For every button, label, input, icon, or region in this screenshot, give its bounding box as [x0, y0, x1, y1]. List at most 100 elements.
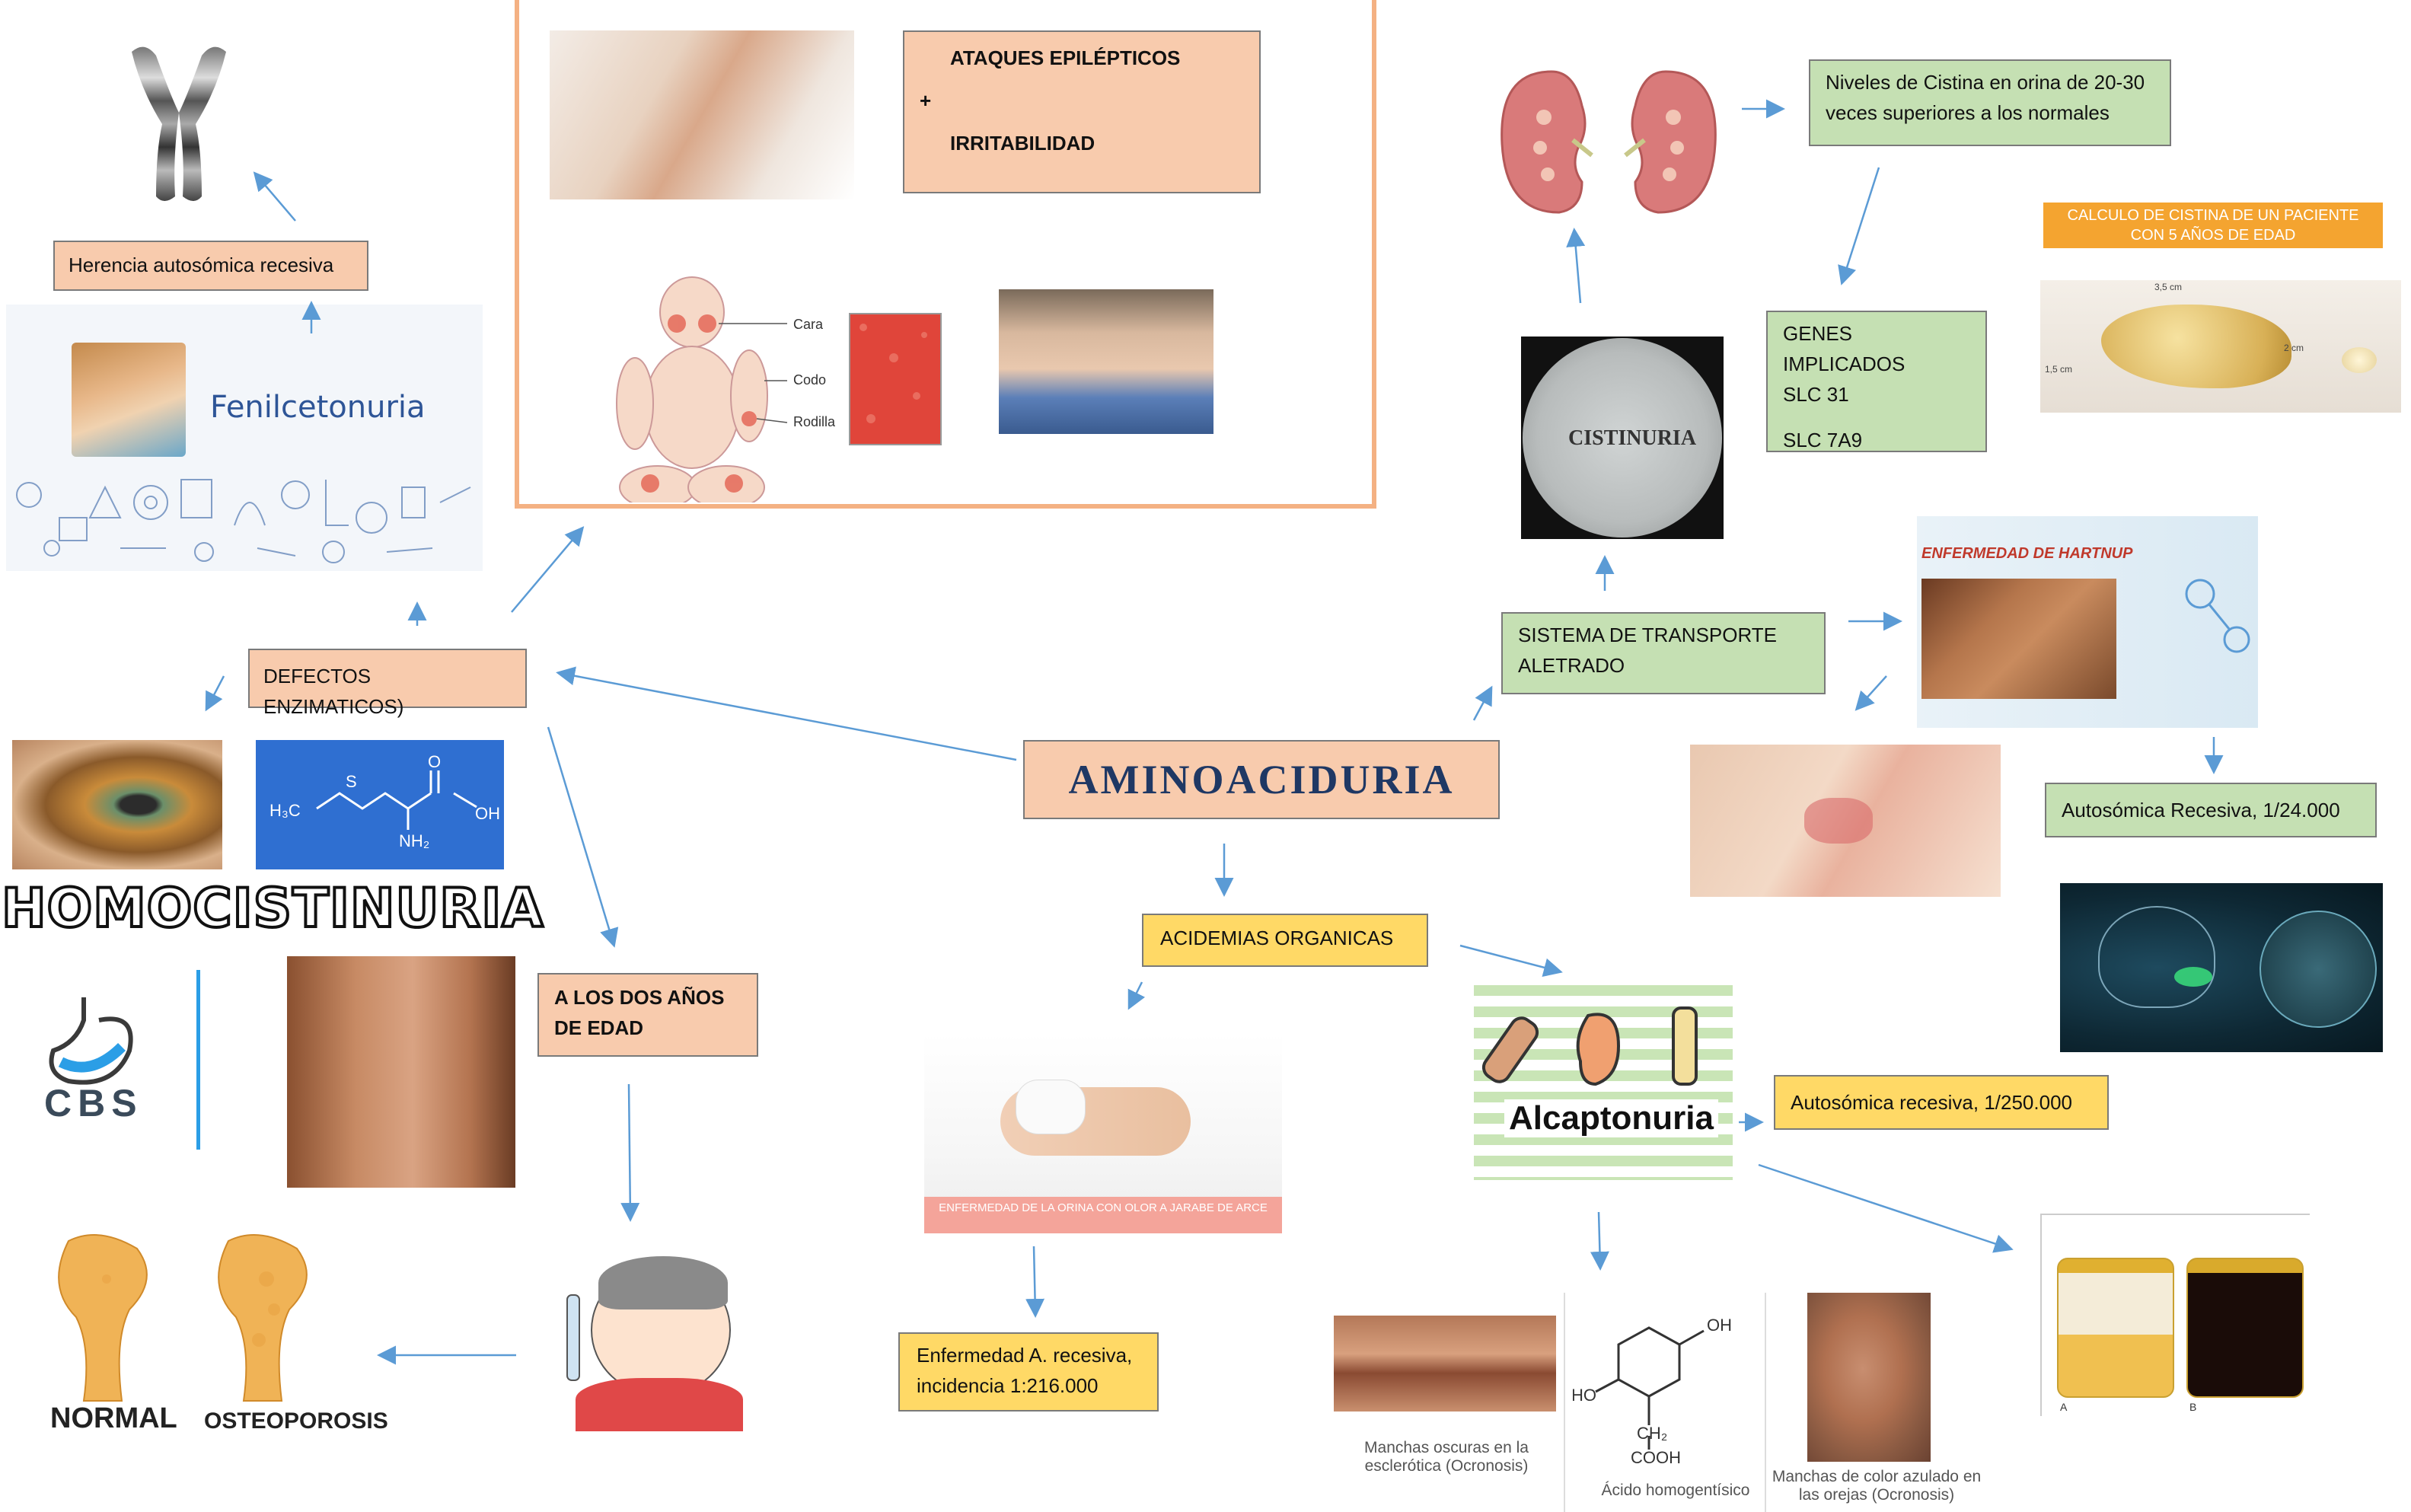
chromosome-image [132, 46, 226, 201]
alc-inh-text: Autosómica recesiva, 1/250.000 [1791, 1091, 2072, 1114]
normal-label: NORMAL [50, 1402, 177, 1434]
science-doodles [16, 479, 471, 563]
sick-kid-image [553, 1249, 758, 1431]
ear-photo [1807, 1293, 1931, 1462]
svg-text:NH₂: NH₂ [399, 831, 429, 850]
acidemias-text: ACIDEMIAS ORGANICAS [1160, 927, 1394, 949]
herencia-text: Herencia autosómica recesiva [69, 254, 334, 276]
niveles-box: Niveles de Cistina en orina de 20-30 vec… [1809, 59, 2171, 146]
hartnup-inh-text: Autosómica Recesiva, 1/24.000 [2062, 799, 2340, 821]
calculo-text: CALCULO DE CISTINA DE UN PACIENTE CON 5 … [2067, 207, 2359, 244]
arrow-defectos-to-top [511, 526, 585, 613]
micro-circle [1523, 338, 1722, 537]
ochronosis-panel: Manchas oscuras en la esclerótica (Ocron… [1332, 1293, 1982, 1512]
arrow-alc-to-ochro [1590, 1211, 1609, 1271]
skin-rash-diagram: Cara Codo Rodilla [604, 266, 965, 502]
arrow-herencia-to-chrom [253, 171, 296, 222]
calc-h1-label: 1,5 cm [2045, 364, 2073, 375]
recesiva-text: Enfermedad A. recesiva, incidencia 1:216… [917, 1344, 1133, 1397]
alc-inh-box: Autosómica recesiva, 1/250.000 [1774, 1075, 2109, 1130]
gene-2: SLC 7A9 [1783, 429, 1863, 451]
svg-text:H₃C: H₃C [269, 801, 301, 820]
jar-b [2186, 1258, 2304, 1398]
eye-lens-image [12, 740, 222, 869]
child-photo [72, 343, 186, 457]
kidneys-image [1500, 70, 1717, 214]
edad-box: A LOS DOS AÑOS DE EDAD [537, 973, 758, 1057]
arrow-defectos-to-homo [205, 675, 225, 712]
thermometer-icon [566, 1294, 580, 1381]
methionine-structure: H₃C S O OH NH₂ [269, 752, 500, 850]
cistinuria-micro-image: CISTINURIA [1521, 337, 1724, 539]
arrow-acidemias-to-alc [1459, 944, 1563, 978]
alcaptonuria-title: Alcaptonuria [1504, 1099, 1718, 1137]
fenilcetonuria-title: Fenilcetonuria [210, 390, 426, 425]
jar-b-label: B [2189, 1401, 2197, 1413]
cbs-divider [196, 970, 200, 1150]
center-title-box: AMINOACIDURIA [1023, 740, 1500, 819]
alcaptonuria-image: Alcaptonuria [1474, 985, 1733, 1180]
calc-h2-label: 2 cm [2284, 343, 2304, 353]
ataques-box: ATAQUES EPILÉPTICOS + IRRITABILIDAD [903, 30, 1261, 193]
hartnup-inh-box: Autosómica Recesiva, 1/24.000 [2045, 783, 2377, 837]
defectos-box: DEFECTOS ENZIMATICOS) [248, 649, 527, 718]
plus-sign: + [920, 89, 932, 112]
recesiva-box: Enfermedad A. recesiva, incidencia 1:216… [898, 1332, 1159, 1412]
manchas-orejas-caption: Manchas de color azulado en las orejas (… [1772, 1468, 1982, 1504]
stone-large [2101, 305, 2291, 388]
jar-a-label: A [2060, 1401, 2068, 1413]
herencia-box: Herencia autosómica recesiva [53, 241, 368, 291]
ch2-label: CH₂ [1637, 1424, 1667, 1443]
divider-2 [1765, 1293, 1766, 1512]
baby-body-diagram: Cara Codo Rodilla [616, 276, 942, 502]
chest-photo [287, 956, 515, 1188]
foot-rash-photo [1690, 745, 2001, 897]
arrow-baby-to-recesiva [1025, 1246, 1045, 1318]
rash-patch [1804, 798, 1873, 844]
svg-text:O: O [428, 752, 441, 771]
arrow-center-to-defectos [556, 666, 1017, 761]
genes-title: GENES IMPLICADOS [1783, 322, 1906, 375]
arrow-defectos-to-edad [547, 726, 619, 948]
brain-image [2060, 883, 2383, 1052]
baby-face-photo [999, 289, 1213, 434]
svg-text:OH: OH [475, 804, 500, 823]
svg-text:S: S [346, 772, 357, 791]
arrow-edad-to-kid [620, 1083, 640, 1222]
alcaptonuria-icons [1481, 1006, 1698, 1086]
homogentisic-acid-structure: OH HO CH₂ COOH [1573, 1316, 1732, 1465]
rodilla-label: Rodilla [793, 414, 836, 429]
transporte-text: SISTEMA DE TRANSPORTE ALETRADO [1518, 624, 1778, 677]
baby-seizure-photo [550, 30, 854, 199]
stomach-icon [49, 997, 133, 1085]
dna-graphic [2185, 579, 2250, 653]
brain-shape [2098, 906, 2215, 1008]
arrow-hartnup-to-foot [1854, 675, 1887, 711]
arrow-cist-to-kidney [1566, 228, 1586, 304]
cooh-label: COOH [1631, 1448, 1681, 1465]
kid-hair [598, 1256, 728, 1309]
cbs-logo: CBS [8, 967, 198, 1157]
arrow-niveles-to-genes [1838, 167, 1880, 285]
center-title: AMINOACIDURIA [1068, 757, 1455, 802]
transporte-box: SISTEMA DE TRANSPORTE ALETRADO [1501, 612, 1826, 694]
methionine-image: H₃C S O OH NH₂ [256, 740, 504, 869]
genes-box: GENES IMPLICADOS SLC 31 SLC 7A9 [1766, 311, 1987, 452]
stone-small [2342, 347, 2377, 373]
codo-label: Codo [793, 372, 826, 388]
osteoporosis-label: OSTEOPOROSIS [204, 1408, 388, 1434]
eyes-photo [1334, 1316, 1556, 1412]
jarabe-banner: ENFERMEDAD DE LA ORINA CON OLOR A JARABE… [924, 1197, 1282, 1233]
jar-a [2057, 1258, 2174, 1398]
jarabe-text: ENFERMEDAD DE LA ORINA CON OLOR A JARABE… [939, 1201, 1268, 1214]
manchas-ojos-caption: Manchas oscuras en la esclerótica (Ocron… [1364, 1439, 1529, 1475]
divider-1 [1564, 1293, 1565, 1512]
cistinuria-label: CISTINURIA [1568, 426, 1697, 450]
gene-1: SLC 31 [1783, 383, 1849, 406]
arrow-center-to-transporte [1472, 685, 1493, 721]
cara-label: Cara [793, 317, 824, 332]
bones-image [58, 1234, 308, 1402]
hartnup-title: ENFERMEDAD DE HARTNUP [1921, 545, 2133, 562]
oh-label: OH [1707, 1316, 1732, 1335]
ho-label: HO [1573, 1386, 1596, 1405]
